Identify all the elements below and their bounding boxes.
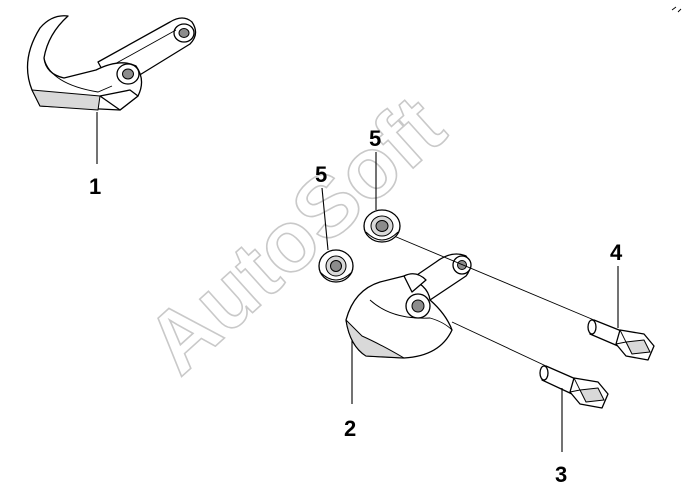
part-5-lower-nut — [318, 249, 354, 283]
part-5-upper-nut — [363, 209, 401, 243]
callout-3: 3 — [555, 462, 567, 487]
part-1-tow-hook — [26, 15, 197, 111]
part-2-hook-body — [345, 253, 472, 359]
callout-4: 4 — [610, 240, 623, 265]
corner-mark — [671, 6, 682, 13]
callout-1: 1 — [89, 174, 101, 199]
bolt-axis-3 — [451, 321, 547, 367]
callout-2: 2 — [344, 416, 356, 441]
part-3-bolt — [539, 365, 609, 409]
callout-5a: 5 — [315, 162, 327, 187]
leader-5a — [321, 187, 329, 251]
bolt-axis-4 — [393, 235, 595, 321]
part-4-bolt — [587, 319, 655, 361]
callout-5b: 5 — [369, 126, 381, 151]
